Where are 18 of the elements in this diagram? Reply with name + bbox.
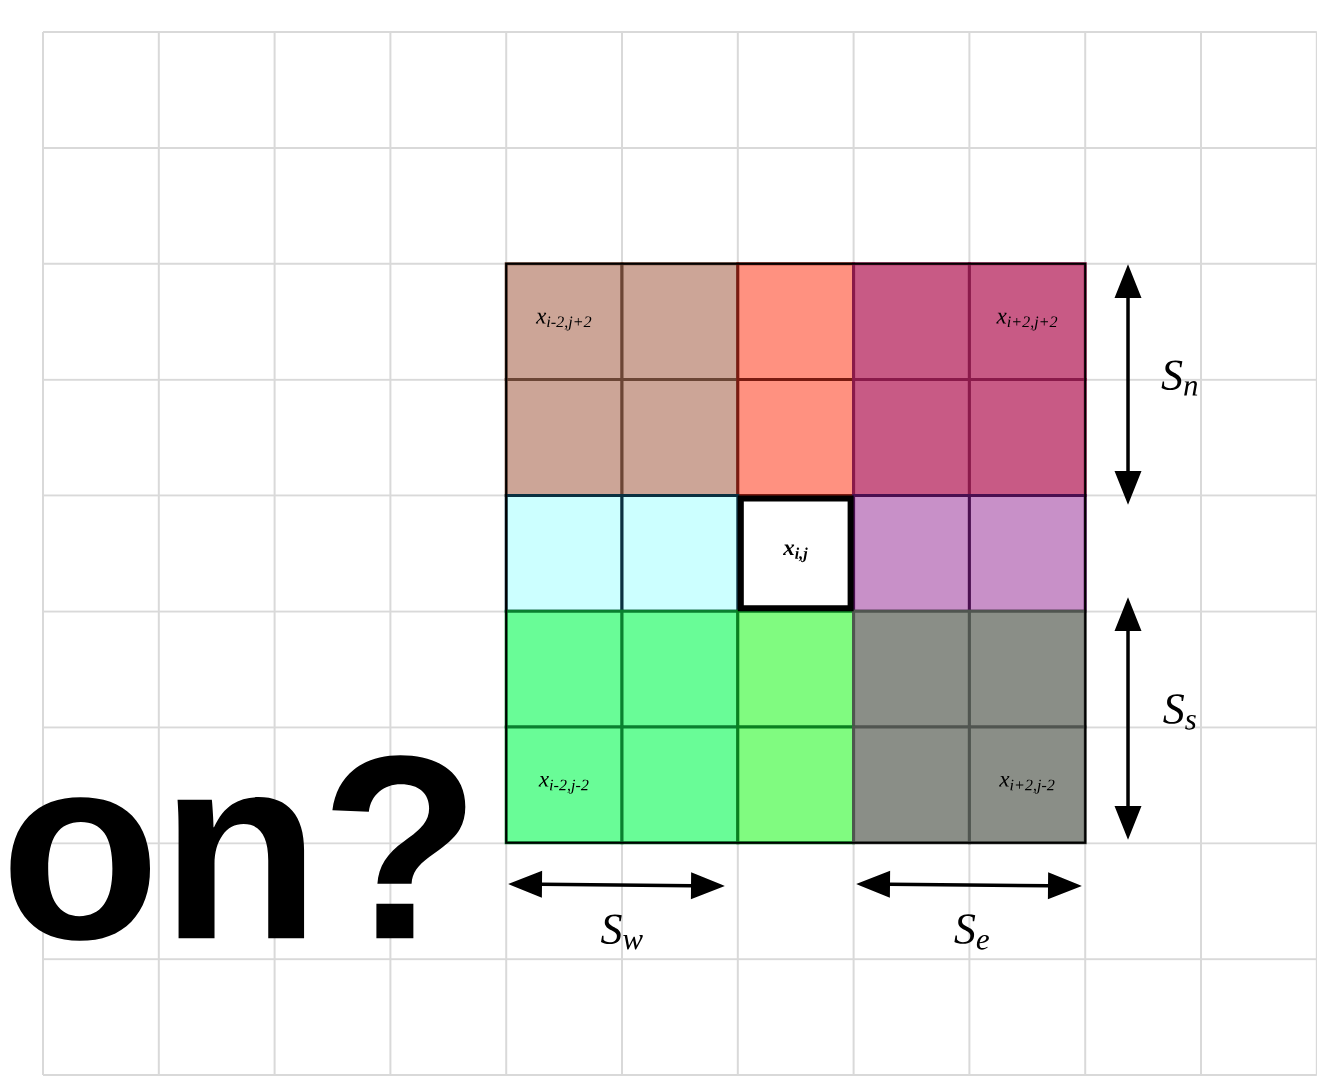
grid-cell xyxy=(852,493,971,613)
dimension-label: S$_{n}$ xyxy=(1161,360,1198,396)
grid-cell xyxy=(852,378,971,497)
dimension-label: S$_{w}$ xyxy=(601,914,643,950)
dimension-label: S$_{s}$ xyxy=(1163,694,1196,730)
grid-cell: x$_{i-2,j+2}$ xyxy=(504,262,624,382)
grid-cell: x$_{i,j}$ xyxy=(737,495,854,612)
grid-cell xyxy=(967,378,1087,497)
grid-cell: x$_{i+2,j-2}$ xyxy=(967,725,1087,845)
grid-cell: x$_{i-2,j-2}$ xyxy=(504,725,624,845)
grid-cell xyxy=(504,493,624,613)
dimension-label: S$_{e}$ xyxy=(954,914,989,950)
grid-cell xyxy=(967,493,1087,613)
grid-cell xyxy=(852,725,971,845)
grid-cell xyxy=(620,493,740,613)
grid-cell xyxy=(504,378,624,497)
heading-text: on? xyxy=(10,755,466,941)
grid-cell: x$_{i+2,j+2}$ xyxy=(967,262,1087,382)
